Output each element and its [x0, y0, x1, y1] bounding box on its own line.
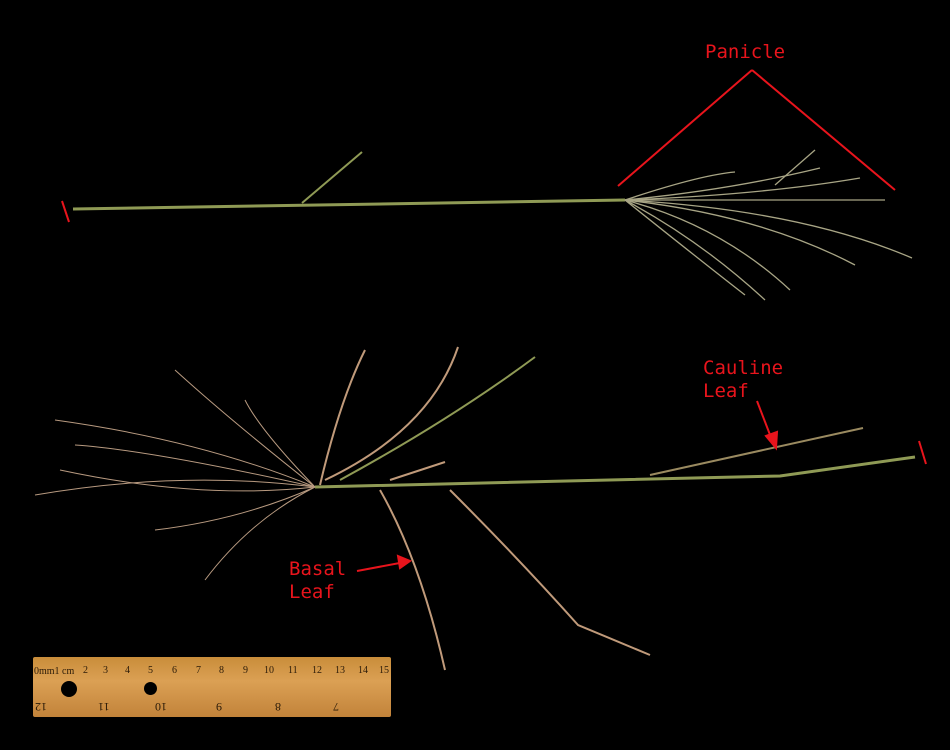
ruler-number: 3: [103, 665, 108, 676]
ruler-number: 2: [83, 665, 88, 676]
roots: [34, 369, 316, 581]
panicle-branches: [624, 149, 913, 301]
ruler-number: 14: [358, 665, 368, 676]
upper-culm: [72, 151, 626, 211]
ruler: 0mm1 cm 2 3 4 5 6 7 8 9 10 11 12 13 14 1…: [33, 657, 391, 717]
ruler-number: 8: [219, 665, 224, 676]
ruler-number: 5: [148, 665, 153, 676]
ruler-origin-label: 0mm1 cm: [34, 666, 75, 677]
ruler-number: 15: [379, 665, 389, 676]
ruler-number: 7: [333, 700, 339, 714]
ruler-number: 9: [216, 700, 222, 714]
ruler-hole: [61, 681, 77, 697]
lower-culm: [314, 356, 916, 489]
ruler-hole: [144, 682, 157, 695]
leaves: [319, 346, 651, 671]
ruler-number: 7: [196, 665, 201, 676]
ruler-number: 8: [275, 700, 281, 714]
ruler-number: 6: [172, 665, 177, 676]
ruler-number: 10: [264, 665, 274, 676]
ruler-number: 11: [288, 665, 298, 676]
annotation-lines: [61, 69, 927, 572]
ruler-number: 12: [312, 665, 322, 676]
ruler-number: 9: [243, 665, 248, 676]
ruler-number: 10: [155, 700, 167, 714]
ruler-number: 11: [98, 700, 110, 714]
cauline-leaf-label: Cauline Leaf: [703, 357, 784, 402]
ruler-number: 4: [125, 665, 130, 676]
ruler-number: 12: [35, 700, 47, 714]
basal-leaf-label: Basal Leaf: [289, 558, 347, 603]
panicle-label: Panicle: [705, 41, 786, 63]
ruler-number: 13: [335, 665, 345, 676]
